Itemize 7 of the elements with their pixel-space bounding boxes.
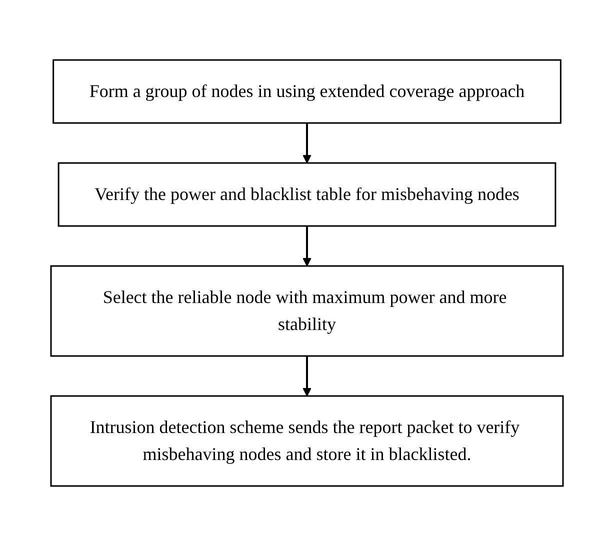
node-box: Verify the power and blacklist table for misbehaving nodes [57, 162, 556, 226]
node-box: Form a group of nodes in using extended coverage approach [52, 58, 561, 124]
node-box: Intrusion detection scheme sends the report packet to verify misbehaving nodes and store it in blacklisted. [50, 394, 564, 486]
arrow [302, 226, 311, 266]
node-box: Select the reliable node with maximum power and more stability [50, 264, 564, 356]
arrow [302, 356, 311, 396]
arrow [302, 122, 311, 163]
